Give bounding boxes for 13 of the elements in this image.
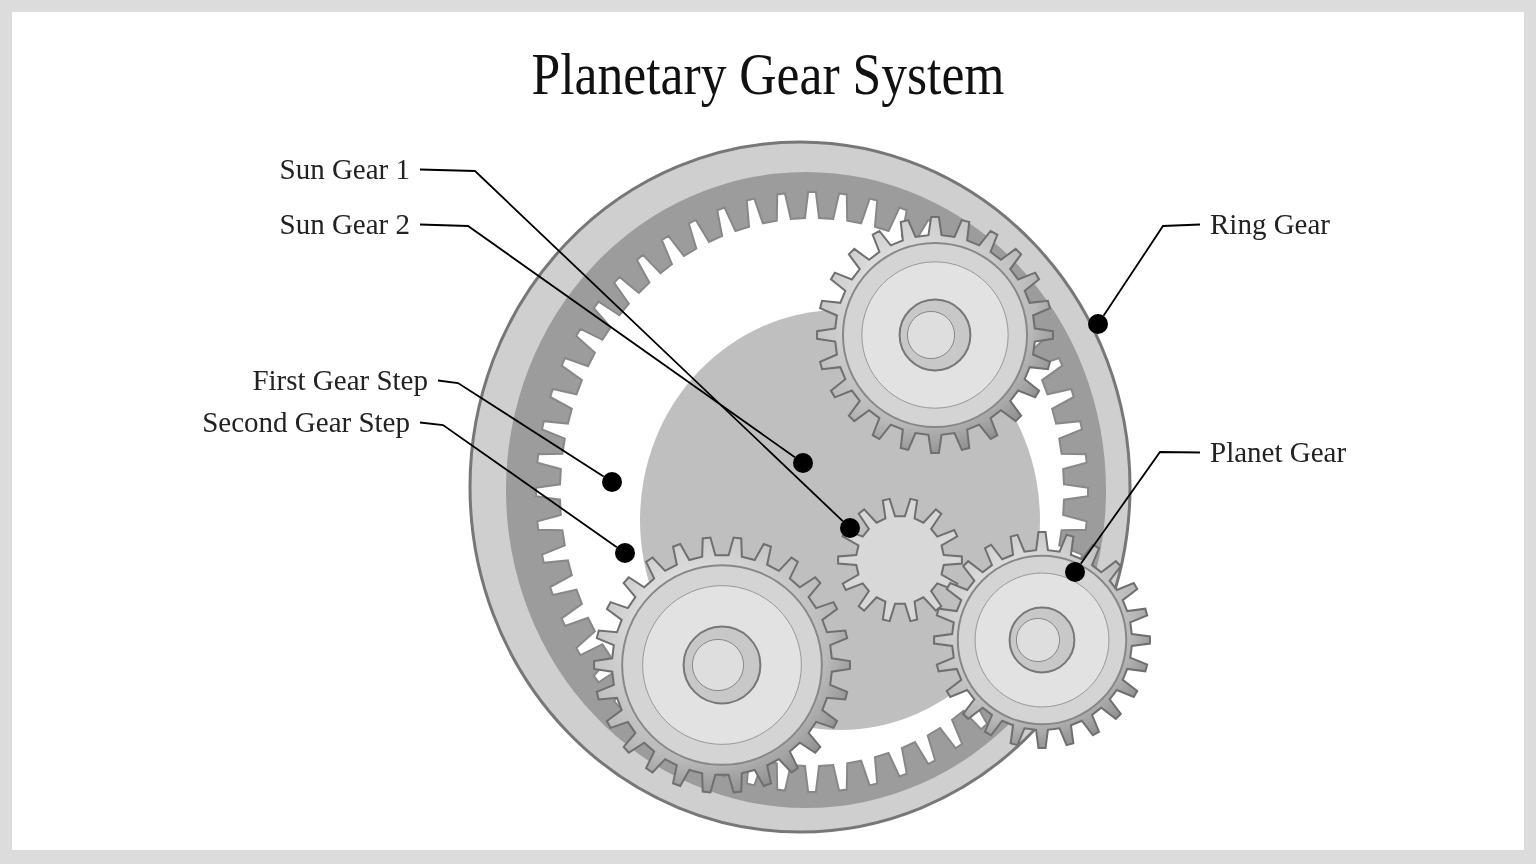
part-label: Sun Gear 2 [279,208,410,241]
leader-line [419,421,618,549]
leader-line [419,223,796,459]
leader-line [437,379,605,478]
part-label: Ring Gear [1210,208,1330,241]
part-label: First Gear Step [252,364,428,397]
title: Planetary Gear System [530,40,1006,109]
part-label: Sun Gear 1 [279,153,410,186]
part-label: Planet Gear [1210,436,1347,469]
part-label: Second Gear Step [202,406,410,439]
leader-line [1079,451,1201,565]
leader-line [1102,223,1201,317]
leader-line [419,168,844,522]
